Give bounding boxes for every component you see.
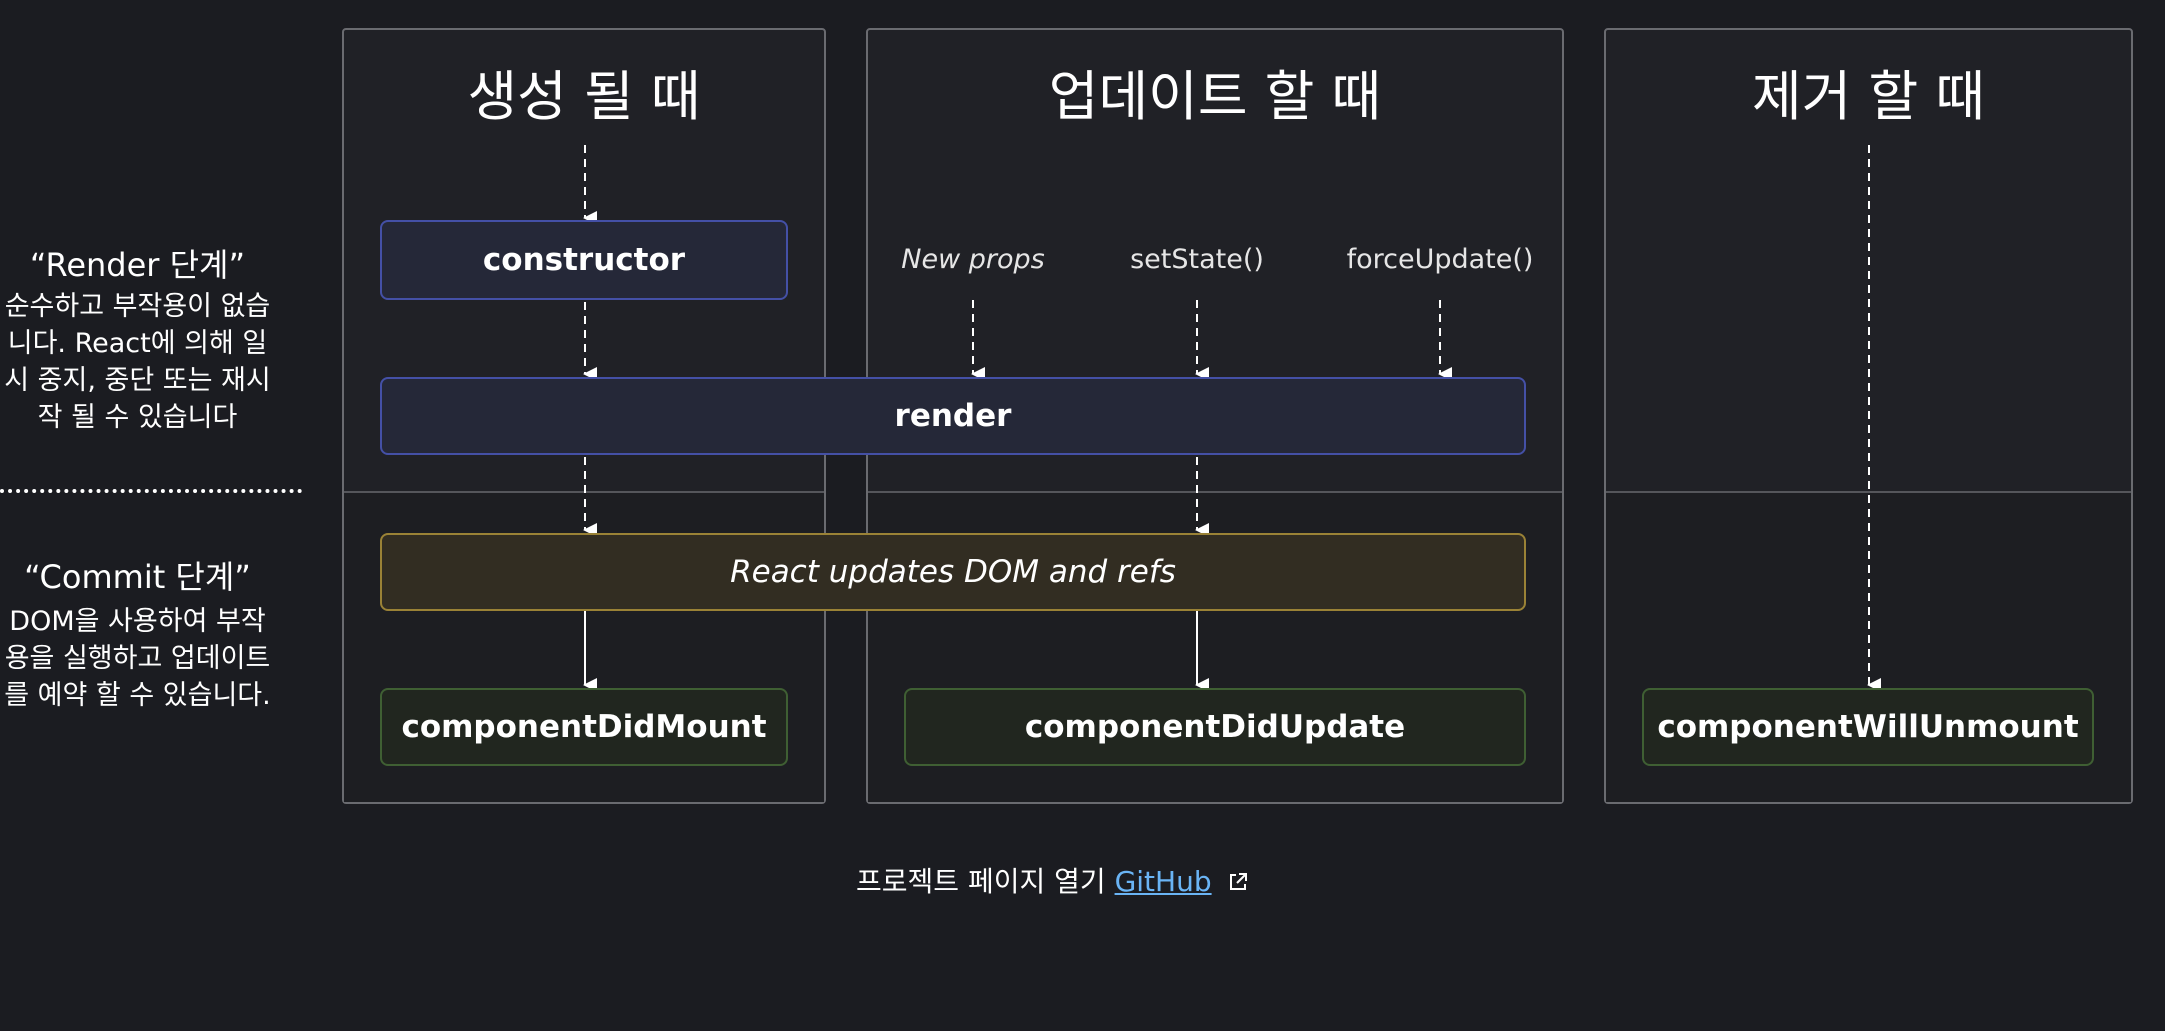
commit-label: React updates DOM and refs [730, 554, 1176, 590]
new-props-trigger: New props [901, 244, 1045, 275]
external-link-icon[interactable] [1227, 867, 1249, 900]
did-mount-box: componentDidMount [380, 688, 788, 766]
render-phase-description: 순수하고 부작용이 없습니다. React에 의해 일시 중지, 중단 또는 재… [4, 291, 271, 433]
force-update-trigger: forceUpdate() [1346, 244, 1534, 275]
constructor-box: constructor [380, 220, 788, 300]
commit-phase-description: DOM을 사용하여 부작용을 실행하고 업데이트를 예약 할 수 있습니다. [4, 606, 271, 711]
mount-column-title: 생성 될 때 [467, 65, 701, 128]
will-unmount-label: componentWillUnmount [1657, 709, 2079, 745]
will-unmount-box: componentWillUnmount [1642, 688, 2094, 766]
commit-phase-title: “Commit 단계” [24, 558, 251, 596]
did-update-label: componentDidUpdate [1024, 709, 1406, 745]
github-link[interactable]: GitHub [1114, 865, 1212, 898]
footer-text: 프로젝트 페이지 열기 [856, 865, 1106, 898]
set-state-trigger: setState() [1130, 244, 1264, 275]
update-column-title: 업데이트 할 때 [1048, 65, 1382, 128]
did-update-box: componentDidUpdate [904, 688, 1526, 766]
render-box: render [380, 377, 1526, 455]
render-label: render [894, 398, 1012, 434]
project-page-footer: 프로젝트 페이지 열기 GitHub [856, 860, 1356, 900]
phase-divider [0, 489, 302, 493]
render-phase-title: “Render 단계” [29, 246, 246, 284]
commit-box: React updates DOM and refs [380, 533, 1526, 611]
constructor-label: constructor [482, 242, 686, 278]
did-mount-label: componentDidMount [401, 709, 767, 745]
unmount-column-title: 제거 할 때 [1751, 65, 1986, 128]
